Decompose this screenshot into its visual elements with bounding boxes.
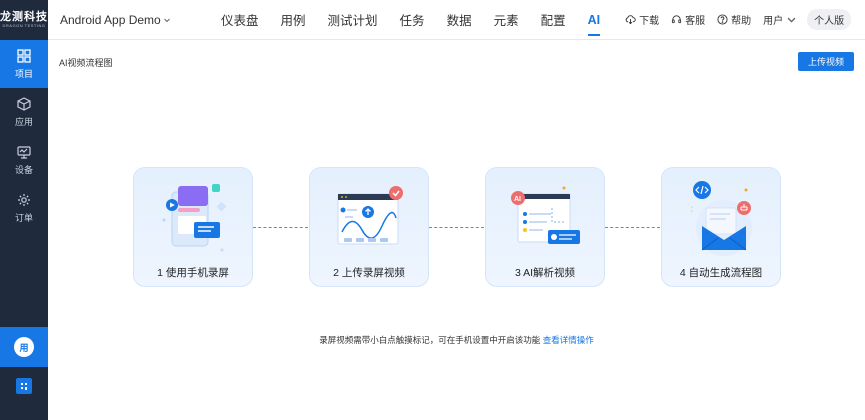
download-label: 下载	[639, 16, 660, 27]
upload-video-button[interactable]: 上传视频	[798, 52, 854, 71]
user-label: 用户	[763, 16, 784, 27]
page-title: AI视频流程图	[59, 58, 113, 68]
upload-video-illustration	[337, 186, 403, 245]
phone-record-illustration	[162, 184, 227, 252]
ai-parse-illustration: AI	[511, 186, 580, 244]
nav-data[interactable]: 数据	[446, 14, 472, 28]
nav-cases[interactable]: 用例	[280, 14, 306, 28]
app-selector[interactable]: Android App Demo	[60, 13, 210, 27]
nav-tasks[interactable]: 任务	[399, 14, 425, 28]
step-card-generate-flowchart: 4 自动生成流程图	[661, 167, 781, 287]
building-icon	[16, 378, 32, 394]
top-header: Android App Demo 仪表盘 用例 测试计划 任务 数据 元素 配置…	[48, 0, 865, 40]
sidebar-item-project[interactable]: 项目	[0, 40, 48, 88]
monitor-icon	[17, 145, 31, 159]
chevron-down-icon	[787, 17, 796, 23]
step-label: 4 自动生成流程图	[679, 267, 763, 279]
header-tools: 下载 客服 帮助 用户	[625, 12, 797, 27]
help-label: 帮助	[731, 16, 752, 27]
grid-icon	[17, 48, 31, 63]
note-text: 录屏视频需带小白点触摸标记，可在手机设置中开启该功能	[319, 335, 541, 345]
sidebar-item-label: 设备	[14, 164, 33, 175]
step-label: 2 上传录屏视频	[333, 267, 405, 279]
step-card-record: 1 使用手机录屏	[133, 167, 253, 287]
sidebar-item-device[interactable]: 设备	[0, 136, 48, 184]
logo-subtext: DRAGON TESTING	[2, 23, 46, 28]
step-label: 3 AI解析视频	[514, 267, 576, 279]
sidebar-item-label: 项目	[14, 68, 33, 79]
details-link[interactable]: 查看详情操作	[542, 335, 594, 345]
gear-icon	[18, 193, 30, 206]
step-card-upload: 2 上传录屏视频	[309, 167, 429, 287]
connector-line	[253, 227, 308, 228]
connector-line	[605, 227, 660, 228]
user-avatar-area[interactable]: 用	[0, 327, 48, 367]
nav-ai[interactable]: AI	[577, 0, 612, 40]
user-menu[interactable]: 用户	[763, 12, 797, 27]
download-button[interactable]: 下载	[625, 12, 659, 27]
chevron-down-icon	[163, 18, 170, 22]
flowchart-illustration	[690, 181, 752, 256]
app-name: Android App Demo	[60, 12, 161, 27]
nav-dashboard[interactable]: 仪表盘	[221, 14, 259, 28]
logo-text: 龙测科技	[0, 11, 48, 23]
sidebar: 龙测科技 DRAGON TESTING 项目 应用 设备 订单 用	[0, 0, 48, 420]
sidebar-item-app[interactable]: 应用	[0, 88, 48, 136]
footer-note: 录屏视频需带小白点触摸标记，可在手机设置中开启该功能 查看详情操作	[48, 334, 865, 346]
sidebar-item-label: 订单	[14, 212, 33, 223]
nav-test-plan[interactable]: 测试计划	[327, 14, 378, 28]
help-button[interactable]: 帮助	[717, 12, 751, 27]
headset-icon	[672, 15, 682, 24]
main-content: AI视频流程图 上传视频 1 使用手机录屏	[48, 40, 865, 420]
version-badge[interactable]: 个人版	[807, 9, 852, 30]
help-icon	[717, 14, 728, 25]
step-card-ai-parse: AI 3 AI解析视频	[485, 167, 605, 287]
main-nav: 仪表盘 用例 测试计划 任务 数据 元素 配置 AI	[210, 0, 611, 40]
connector-line	[429, 227, 484, 228]
svg-text:AI: AI	[514, 196, 521, 203]
cloud-download-icon	[625, 15, 636, 25]
nav-config[interactable]: 配置	[540, 14, 566, 28]
logo: 龙测科技 DRAGON TESTING	[0, 0, 48, 40]
sidebar-item-order[interactable]: 订单	[0, 184, 48, 232]
nav-elements[interactable]: 元素	[493, 14, 519, 28]
step-label: 1 使用手机录屏	[157, 267, 229, 279]
avatar[interactable]: 用	[14, 337, 34, 357]
cube-icon	[17, 96, 31, 111]
building-button[interactable]	[0, 374, 48, 398]
service-button[interactable]: 客服	[671, 12, 705, 27]
service-label: 客服	[685, 16, 706, 27]
sidebar-item-label: 应用	[14, 116, 33, 127]
